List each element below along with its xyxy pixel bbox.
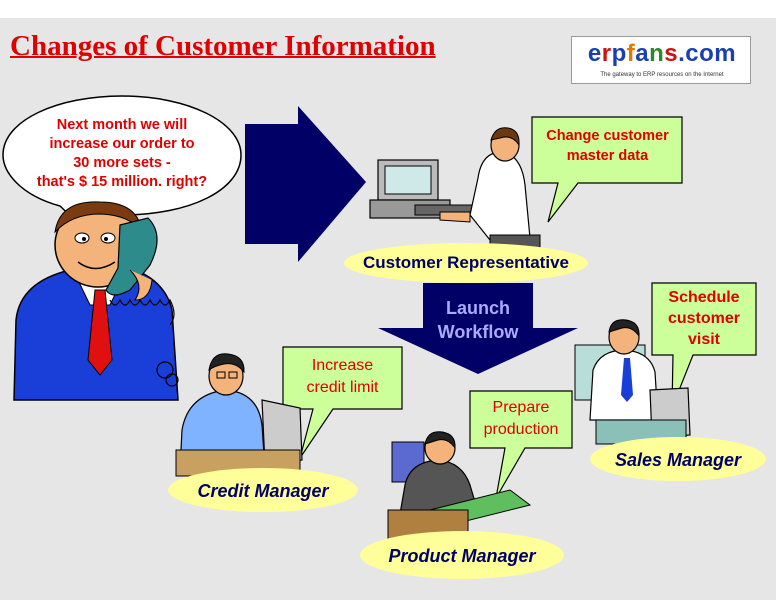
production-speech-bubble [469,390,573,499]
sales-bubble-text: Schedule customer visit [652,287,756,350]
logo-letter-6: s [664,40,679,67]
workflow-line-1: Launch [445,298,510,318]
customer-line-3: 30 more sets - [73,155,171,171]
erpfans-logo: erpfans.com The gateway to ERP resources… [571,36,751,84]
customer-line-2: increase our order to [49,136,195,152]
credit-line-1: Increase [311,357,374,374]
workflow-line-2: Workflow [437,322,519,342]
rep-line-1: Change customer [546,128,669,144]
customer-rep-label: Customer Representative [363,253,569,272]
sales-manager-label-oval [590,437,766,481]
logo-wordmark: erpfans.com [572,40,752,68]
production-line-1: Prepare [492,399,550,416]
customer-line-4: that's $ 15 million. right? [36,174,208,190]
credit-manager-label-oval [168,468,358,512]
rep-bubble-text: Change customer master data [533,126,682,166]
process-arrow [245,106,366,262]
sales-line-1: Schedule [668,289,740,306]
rep-speech-bubble [531,116,683,223]
sales-speech-bubble [651,282,757,409]
sales-manager-illustration [574,319,691,445]
logo-letter-7: .com [678,40,737,67]
sales-manager-label: Sales Manager [614,450,742,470]
logo-letter-3: f [626,40,636,67]
workflow-arrow [378,283,578,374]
workflow-arrow-text: Launch Workflow [418,296,538,344]
customer-rep-illustration [369,127,541,256]
credit-line-2: credit limit [306,379,379,396]
credit-manager-label: Credit Manager [197,481,329,501]
customer-on-phone-illustration [13,201,179,401]
product-manager-label: Product Manager [388,546,536,566]
customer-line-1: Next month we will [56,117,188,133]
logo-letter-0: e [587,40,602,67]
production-bubble-text: Prepare production [470,397,572,441]
logo-letter-2: p [611,40,627,67]
customer-bubble-text: Next month we will increase our order to… [22,116,222,192]
product-manager-label-oval [360,531,564,579]
logo-letter-5: n [649,40,665,67]
customer-rep-label-oval [344,243,588,283]
production-line-2: production [483,421,559,438]
sales-line-2: customer [667,310,741,327]
sales-line-3: visit [687,331,720,348]
logo-tagline: The gateway to ERP resources on the Inte… [600,72,724,78]
credit-bubble-text: Increase credit limit [283,355,402,399]
slide-title: Changes of Customer Information [10,30,436,62]
credit-manager-illustration [175,353,303,477]
logo-letter-1: r [601,40,612,67]
rep-line-2: master data [566,148,649,164]
logo-letter-4: a [635,40,650,67]
